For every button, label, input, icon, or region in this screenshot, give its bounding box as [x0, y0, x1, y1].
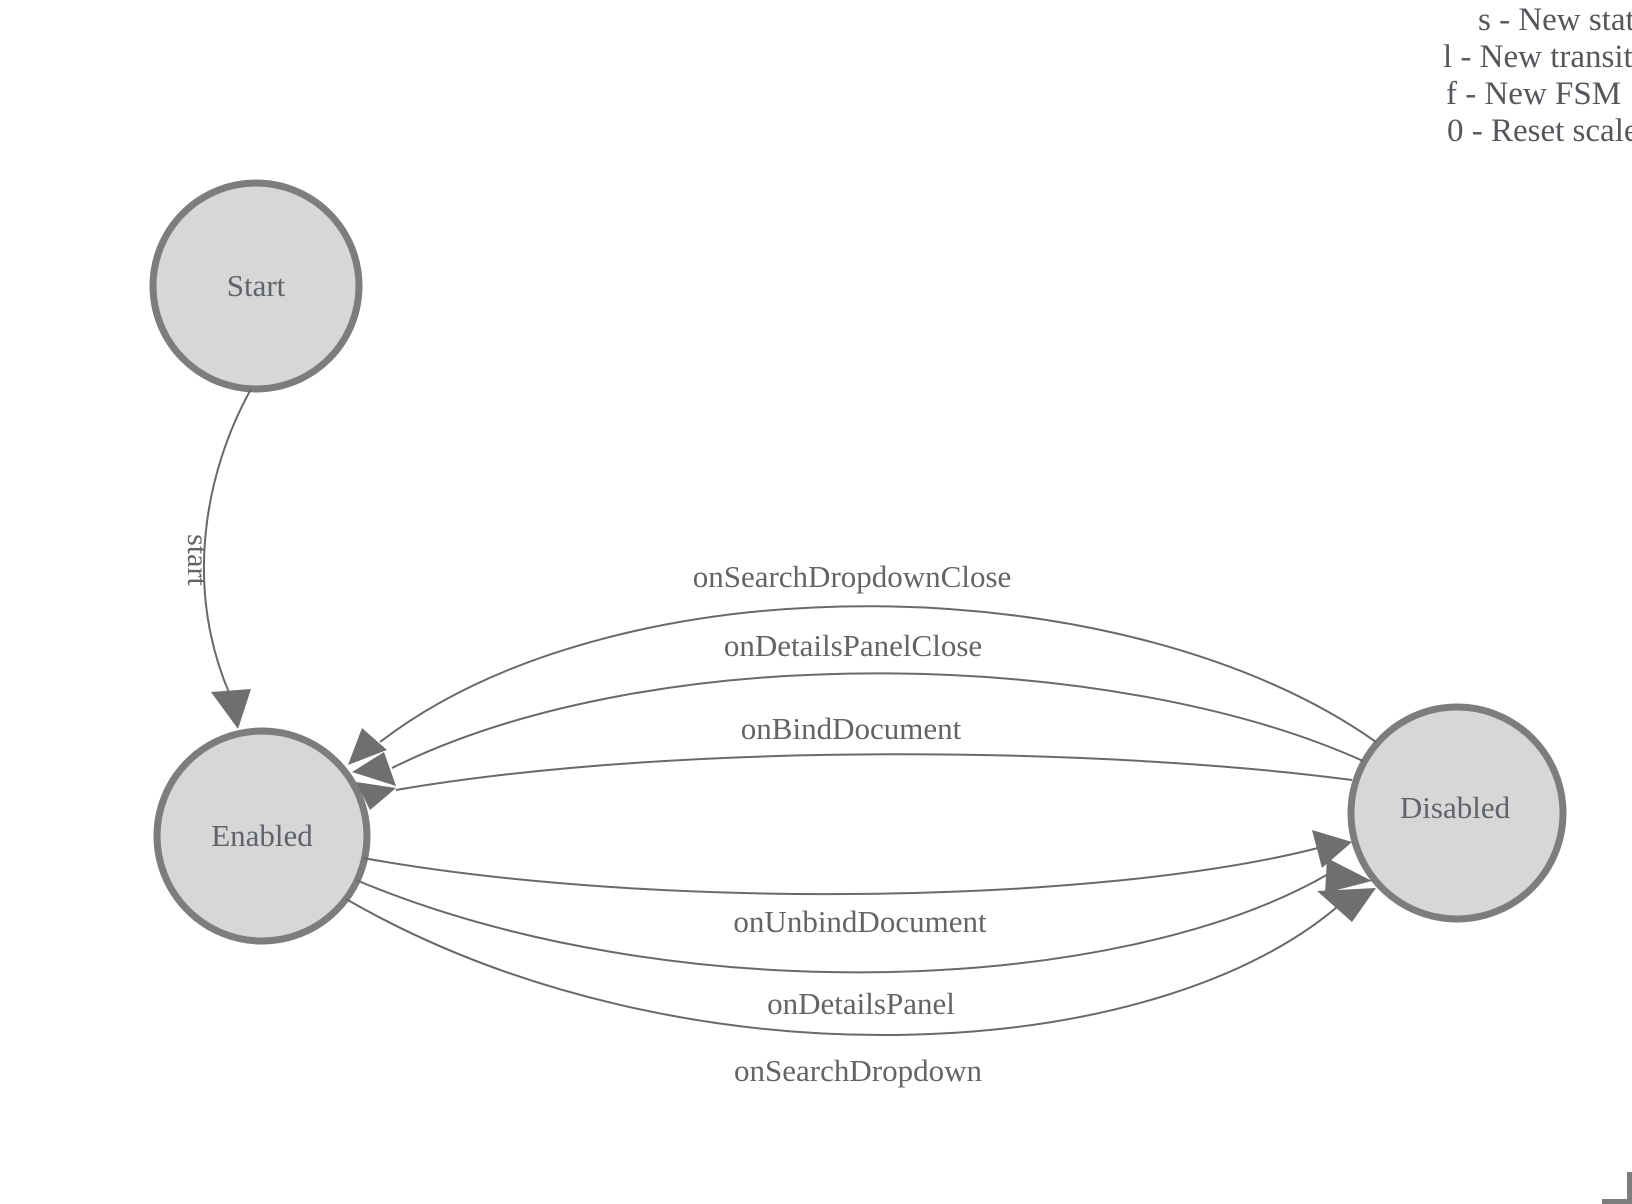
edge-label-ondetailspanelclose[interactable]: onDetailsPanelClose	[723, 628, 983, 663]
edge-arrowhead-onsearchdropdownclose	[348, 728, 387, 765]
edge-arrowhead-start	[211, 689, 251, 729]
edge-arrowhead-ondetailspanel	[1325, 858, 1372, 893]
state-node-disabled[interactable]	[1347, 703, 1567, 923]
edge-start-to-enabled[interactable]	[203, 388, 252, 696]
edge-arrowhead-onbinddocument	[356, 782, 396, 810]
edge-arrowhead-onsearchdropdown	[1317, 888, 1376, 922]
corner-mark	[1602, 1172, 1632, 1204]
edge-label-onsearchdropdown[interactable]: onSearchDropdown	[734, 1053, 982, 1088]
edge-label-onbinddocument[interactable]: onBindDocument	[740, 711, 962, 746]
edge-onsearchdropdown[interactable]	[345, 898, 1346, 1036]
edge-ondetailspanel[interactable]	[355, 872, 1331, 974]
edge-arrowhead-ondetailspanelclose	[352, 752, 396, 786]
legend-line-reset-scale: 0 - Reset scale	[1447, 113, 1632, 149]
legend-line-new-fsm: f - New FSM	[1446, 76, 1622, 112]
edge-label-onunbinddocument[interactable]: onUnbindDocument	[733, 904, 987, 939]
state-node-start[interactable]	[149, 179, 363, 393]
edge-ondetailspanelclose[interactable]	[391, 672, 1364, 769]
edge-label-onsearchdropdownclose[interactable]: onSearchDropdownClose	[692, 559, 1012, 594]
edge-label-ondetailspanel[interactable]: onDetailsPanel	[767, 986, 955, 1021]
edge-onbinddocument[interactable]	[395, 753, 1353, 791]
state-node-enabled[interactable]	[153, 727, 371, 945]
edge-onunbinddocument[interactable]	[362, 847, 1319, 896]
edge-onsearchdropdownclose[interactable]	[379, 605, 1377, 743]
edge-arrowhead-onunbinddocument	[1312, 830, 1352, 868]
legend-line-new-state: s - New state	[1478, 2, 1632, 38]
edge-label-start[interactable]: start	[181, 534, 214, 586]
legend-line-new-transition: l - New transition	[1443, 39, 1632, 75]
